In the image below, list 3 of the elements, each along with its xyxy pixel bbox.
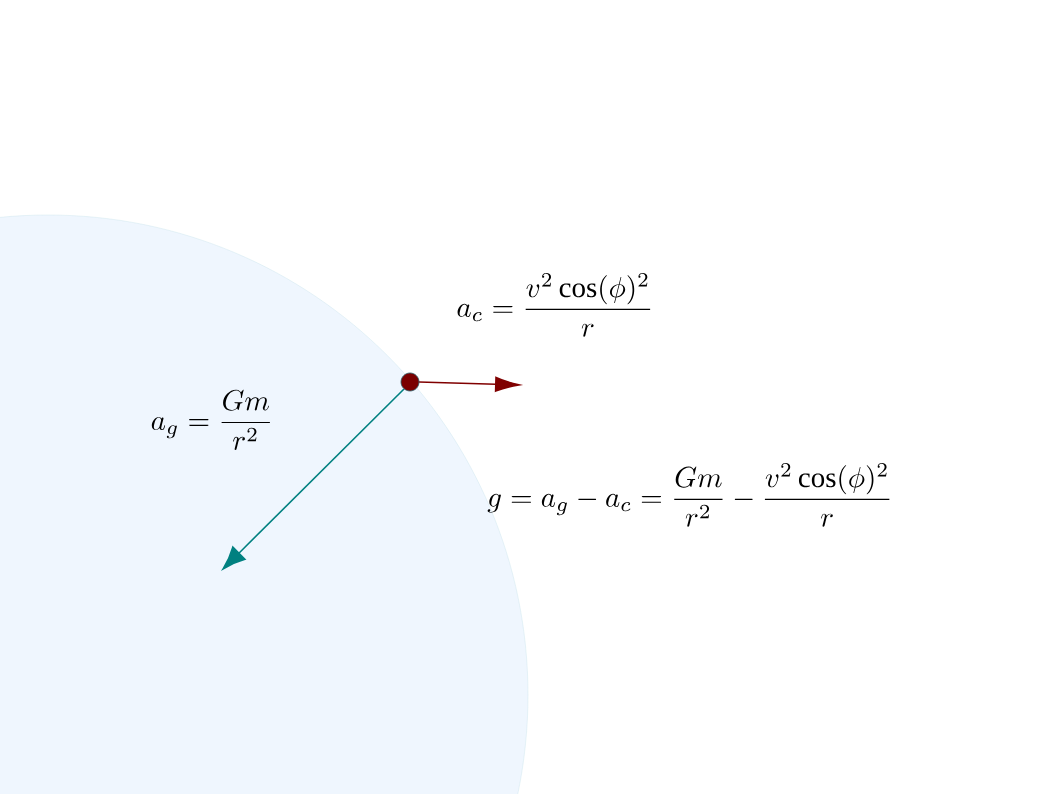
formula: $a_g=\frac{Gm}{r^2}$ [151, 389, 270, 450]
formula: $g=a_g-a_c=\frac{Gm}{r^2}-\frac{v^2\cos(\phi)^2}{r}$ [487, 463, 890, 527]
formula: $a_c=\frac{v^2\cos(\phi)^2}{r}$ [457, 273, 651, 337]
